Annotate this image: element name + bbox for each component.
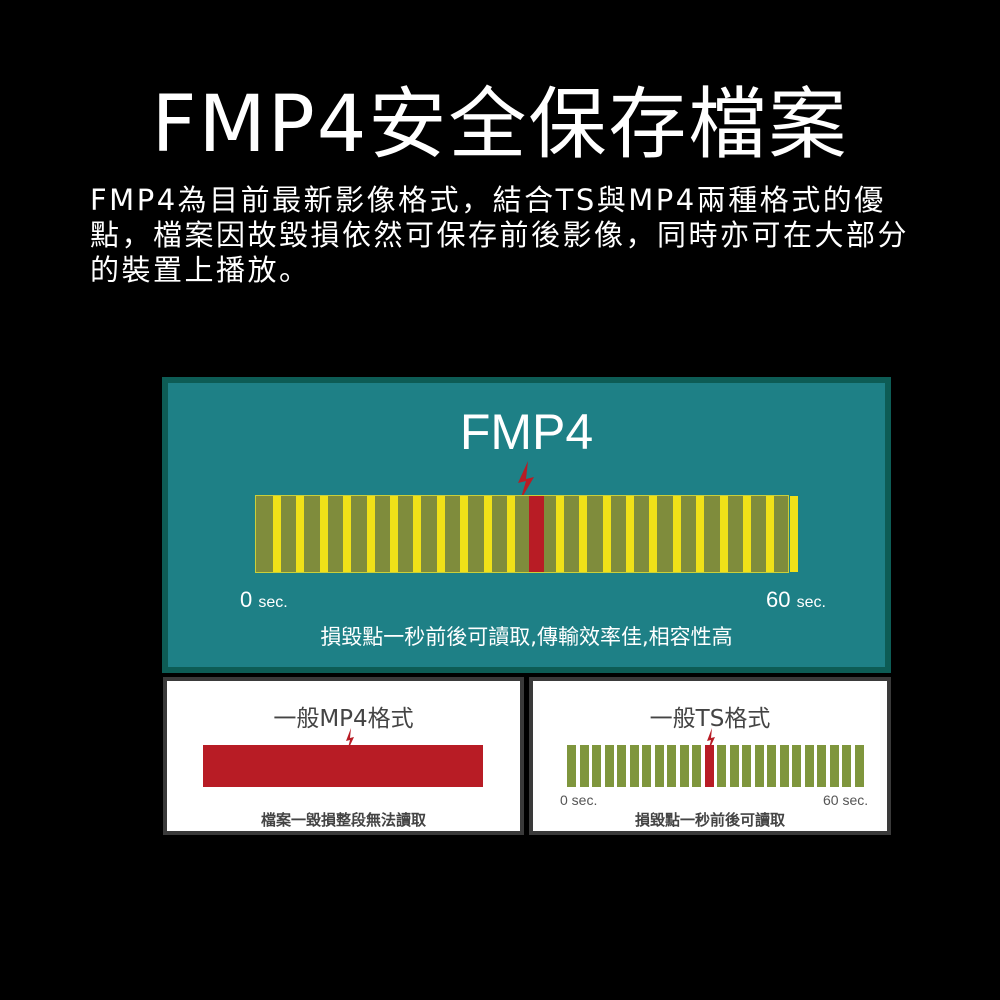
page-title: FMP4安全保存檔案	[151, 80, 849, 170]
ts-panel: 一般TS格式 0 sec. 60 sec. 損毀點一秒前後可讀取	[529, 677, 891, 835]
lightning-icon	[518, 461, 534, 501]
ts-segment	[817, 745, 826, 787]
ts-segment	[654, 745, 664, 787]
ts-segment	[592, 745, 601, 787]
ts-segment	[792, 745, 801, 787]
segment-stripe	[579, 496, 588, 572]
ts-start-label: 0 sec.	[560, 792, 598, 808]
ts-segment	[604, 745, 614, 787]
segment-stripe	[390, 496, 398, 572]
ts-segment	[579, 745, 589, 787]
segment-stripe	[555, 496, 564, 572]
segment-stripe	[273, 496, 281, 572]
ts-segment	[667, 745, 676, 787]
fmp4-segment-bar	[255, 495, 798, 573]
ts-segment	[829, 745, 839, 787]
ts-segment	[779, 745, 789, 787]
segment-stripe	[789, 496, 798, 572]
segment-stripe	[696, 496, 705, 572]
mp4-damaged-bar	[203, 745, 483, 787]
end-label: 60 sec.	[766, 587, 826, 612]
ts-segment	[629, 745, 639, 787]
ts-segment	[679, 745, 689, 787]
segment-stripe	[366, 496, 375, 572]
segment-stripe	[296, 496, 305, 572]
segment-stripe	[743, 496, 751, 572]
fmp4-caption: 損毀點一秒前後可讀取,傳輸效率佳,相容性高	[320, 625, 733, 649]
lightning-icon	[346, 728, 354, 752]
ts-segment	[842, 745, 851, 787]
segment-stripe	[672, 496, 681, 572]
damaged-segment	[704, 745, 714, 787]
mp4-title: 一般MP4格式	[273, 706, 414, 732]
description: FMP4為目前最新影像格式，結合TS與MP4兩種格式的優點，檔案因故毀損依然可保…	[90, 183, 910, 287]
segment-stripe	[460, 496, 469, 572]
ts-segment	[717, 745, 726, 787]
segment-stripe	[436, 496, 445, 572]
segment-stripe	[602, 496, 611, 572]
segment-stripe	[626, 496, 634, 572]
segment-stripe	[483, 496, 492, 572]
ts-end-label: 60 sec.	[823, 792, 869, 808]
ts-title: 一般TS格式	[649, 706, 771, 732]
lightning-icon	[707, 728, 715, 752]
segment-stripe	[413, 496, 422, 572]
segment-stripe	[319, 496, 328, 572]
ts-segment	[854, 745, 864, 787]
damaged-segment	[529, 496, 545, 572]
fmp4-title: FMP4	[459, 404, 594, 460]
start-label: 0 sec.	[240, 587, 288, 612]
ts-segment	[567, 745, 576, 787]
ts-caption: 損毀點一秒前後可讀取	[634, 811, 785, 829]
ts-segment	[804, 745, 814, 787]
ts-segment	[642, 745, 651, 787]
ts-segment	[729, 745, 739, 787]
ts-segment	[754, 745, 764, 787]
ts-segment	[617, 745, 626, 787]
segment-stripe	[649, 496, 658, 572]
segment-stripe	[343, 496, 352, 572]
segment-stripe	[507, 496, 515, 572]
mp4-caption: 檔案一毀損整段無法讀取	[260, 811, 426, 829]
segment-stripe	[766, 496, 775, 572]
mp4-panel: 一般MP4格式 檔案一毀損整段無法讀取	[163, 677, 524, 835]
fmp4-panel: FMP4 0 sec. 60 sec. 損毀點一秒前後可讀取,傳輸效率佳,相容性…	[162, 377, 891, 673]
ts-segment	[767, 745, 776, 787]
ts-segment	[742, 745, 751, 787]
ts-segment	[692, 745, 701, 787]
segment-stripe	[719, 496, 728, 572]
